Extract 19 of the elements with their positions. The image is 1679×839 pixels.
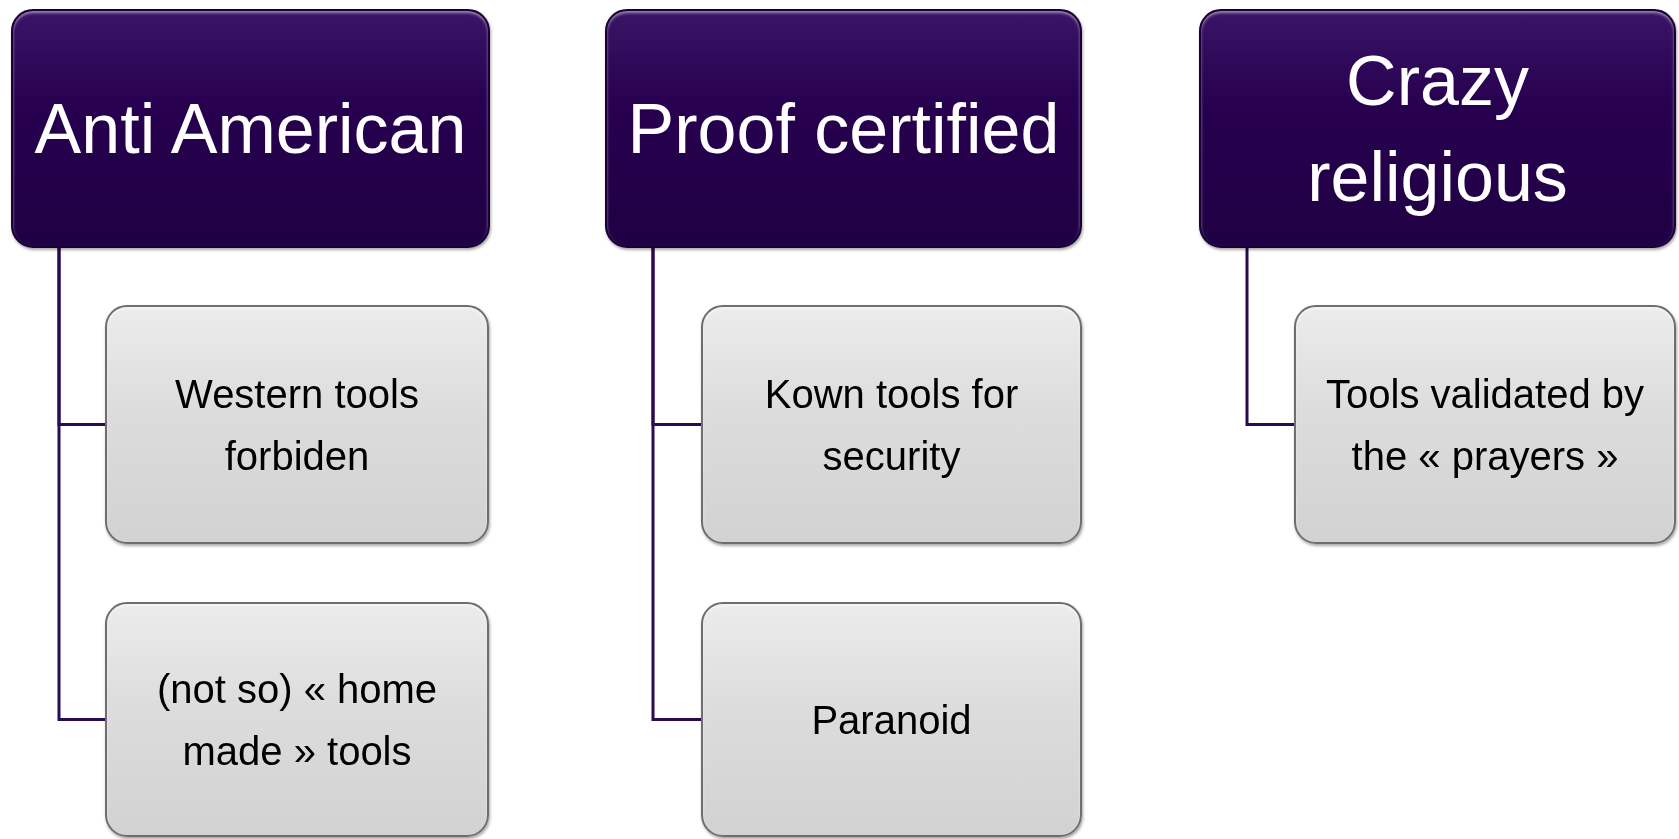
category-box [11,9,490,248]
category-title: Anti American [34,88,467,170]
item-box [701,602,1082,837]
item-text: Kown tools for security [763,370,1020,480]
item-box [105,305,489,544]
category-box [605,9,1082,248]
item-box [701,305,1082,544]
item-box [105,602,489,837]
item-text: Paranoid [811,696,972,744]
item-text: Tools validated by the « prayers » [1325,370,1645,480]
item-text: Western tools forbiden [174,370,420,480]
connector-line [651,248,701,721]
connector-line [57,248,105,721]
item-text: (not so) « home made » tools [155,665,439,775]
category-box [1199,9,1676,248]
item-box [1294,305,1676,544]
category-title: Crazy religious [1306,40,1569,218]
connector-line [1245,248,1294,426]
category-title: Proof certified [627,88,1060,170]
